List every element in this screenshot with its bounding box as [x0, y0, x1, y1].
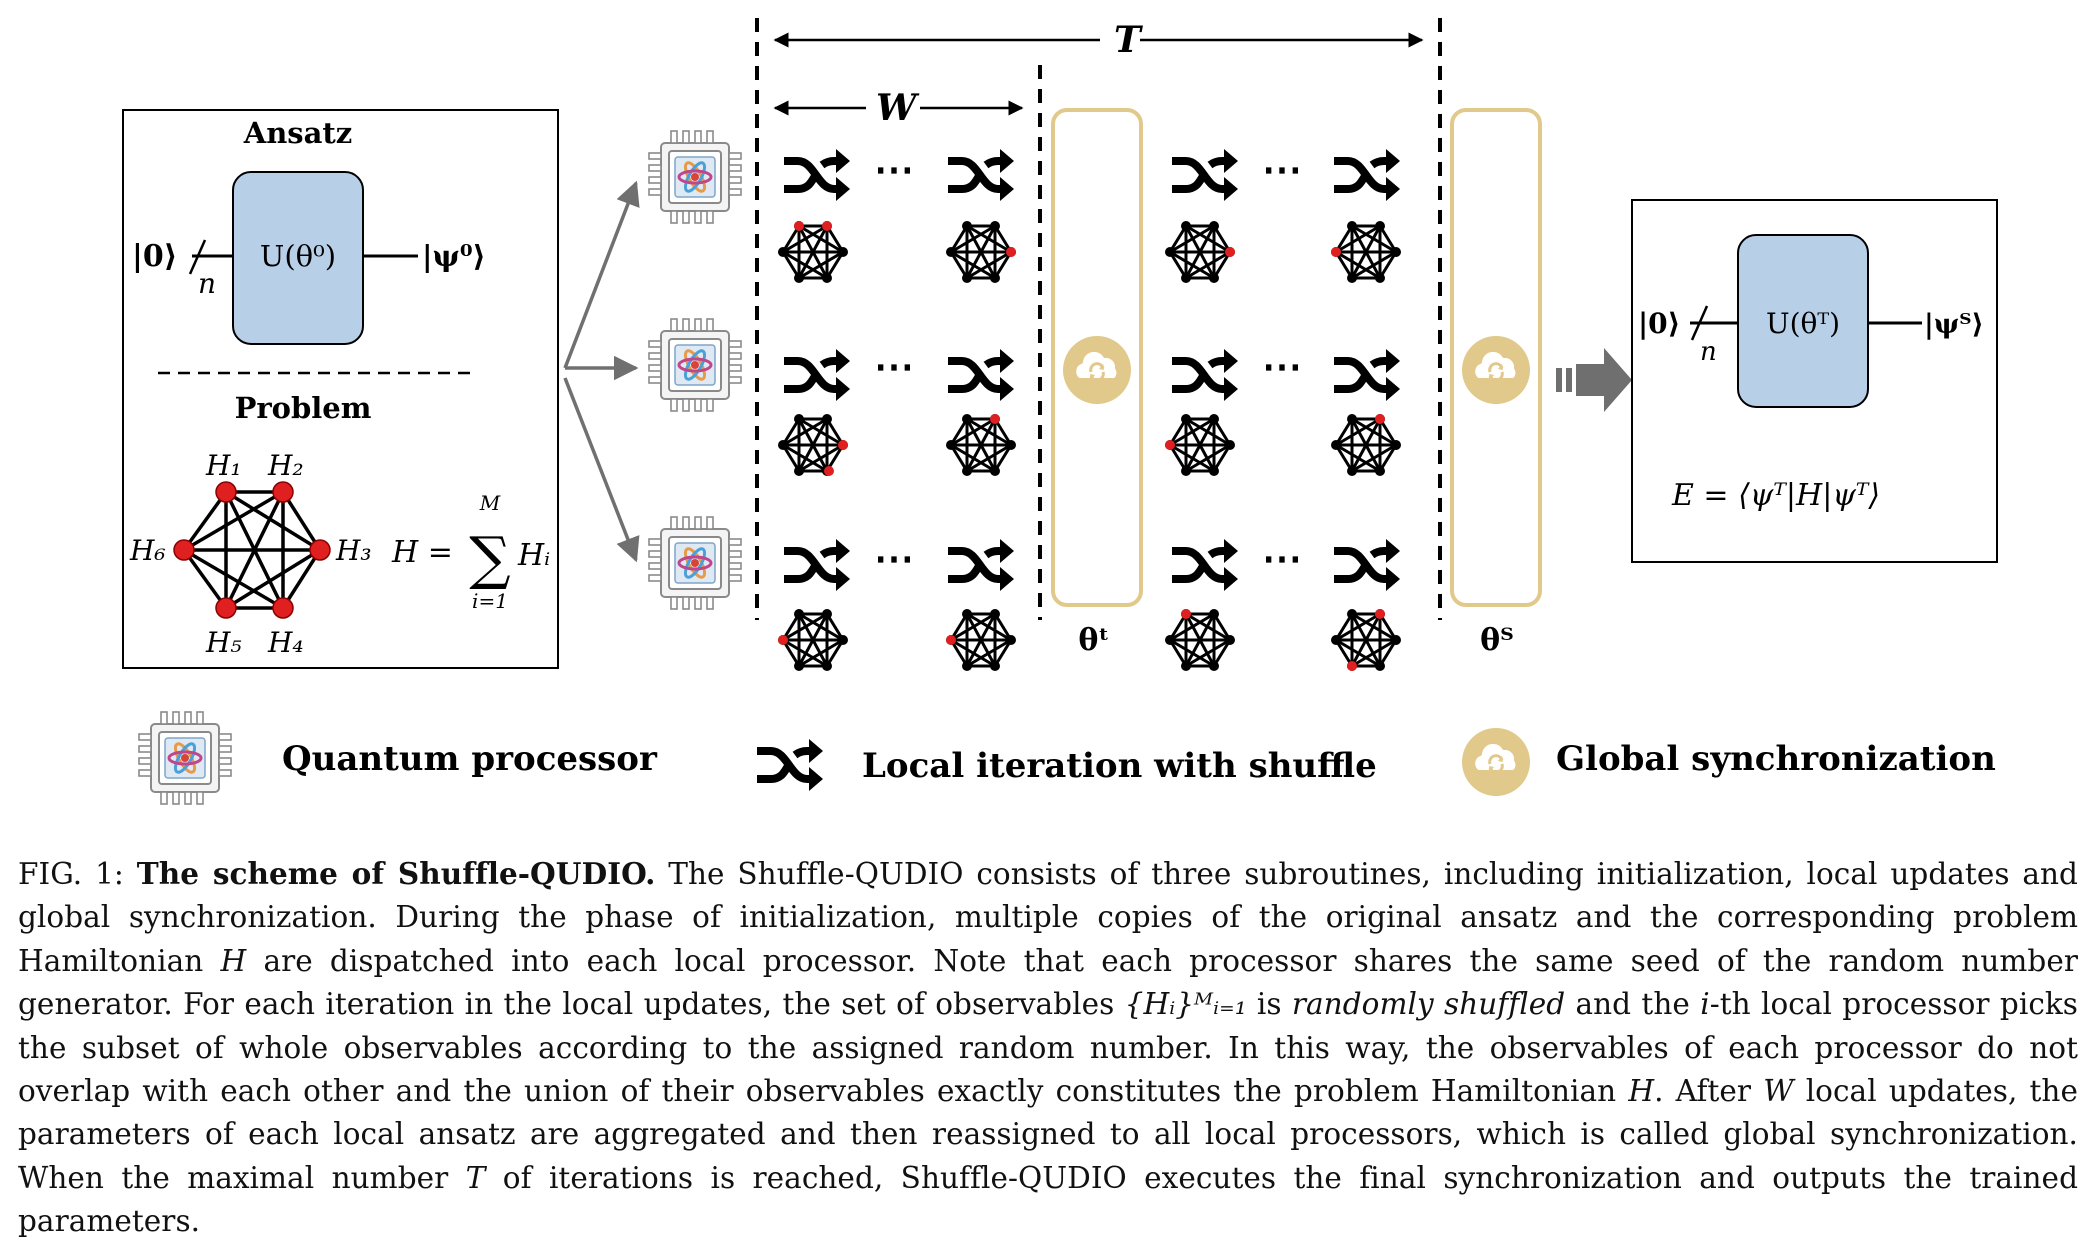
local-iterations-row-3: [776, 539, 1403, 673]
shuffle-icon: [948, 349, 1014, 401]
energy-expression: E = ⟨ψᵀ|H|ψᵀ⟩: [1671, 478, 1880, 513]
ket-out-final: |ψᵀ⟩: [1924, 309, 1984, 340]
W-label: W: [876, 87, 920, 129]
graph-icon: [1163, 412, 1237, 478]
label-h1: H₁: [205, 449, 242, 482]
caption-set: {Hᵢ}ᴹᵢ₌₁: [1124, 987, 1247, 1022]
sum-term: Hᵢ: [517, 538, 550, 573]
ket-out-init: |ψ⁰⟩: [422, 239, 486, 273]
dots: ⋯: [1262, 343, 1302, 390]
dots: ⋯: [1262, 146, 1302, 193]
legend-shuffle-label: Local iteration with shuffle: [862, 746, 1377, 786]
caption-text: . After: [1654, 1074, 1764, 1109]
node-h1: [215, 481, 237, 503]
shuffle-icon: [784, 149, 850, 201]
node-h3: [309, 539, 331, 561]
caption-text: of iterations is reached, Shuffle-QUDIO …: [18, 1160, 2079, 1239]
sum-upper: M: [479, 491, 501, 515]
ansatz-gate-label: U(θ⁰): [260, 239, 336, 273]
caption-text: is: [1246, 987, 1292, 1022]
caption-var: W: [1763, 1074, 1794, 1109]
shuffle-icon: [757, 739, 823, 791]
graph-icon: [944, 219, 1018, 285]
graph-icon: [776, 412, 850, 478]
shuffle-icon: [948, 149, 1014, 201]
graph-icon: [1329, 412, 1403, 478]
label-h3: H₃: [335, 534, 372, 567]
trained-gate-label: U(θᵀ): [1766, 307, 1840, 340]
legend-sync-label: Global synchronization: [1556, 739, 1996, 779]
quantum-processor-icon: [647, 317, 743, 413]
dots: ⋯: [874, 146, 914, 193]
shuffle-icon: [784, 349, 850, 401]
label-h5: H₅: [205, 626, 242, 659]
caption-text: The Shuffle-QUDIO consists of three subr…: [18, 857, 2078, 978]
quantum-processor-icon: [137, 710, 233, 806]
caption-var: T: [465, 1160, 486, 1195]
local-iterations-row-1: [776, 149, 1403, 285]
output-panel: |0⟩ n U(θᵀ) |ψᵀ⟩ E = ⟨ψᵀ|H|ψᵀ⟩: [1631, 199, 1998, 563]
scheme-figure: Ansatz |0⟩ n U(θ⁰) |ψ⁰⟩ Problem: [122, 18, 1998, 806]
node-h5: [215, 597, 237, 619]
caption-var: i: [1700, 987, 1710, 1022]
output-arrow: [1556, 348, 1632, 412]
theta-T-label: θᵀ: [1480, 623, 1514, 658]
wire-n-label-final: n: [1700, 337, 1717, 367]
graph-icon: [776, 219, 850, 285]
shuffle-icon: [1334, 349, 1400, 401]
ansatz-gate: [232, 171, 364, 345]
graph-icon: [944, 412, 1018, 478]
caption-text: and the: [1565, 987, 1701, 1022]
T-label: T: [1114, 19, 1143, 61]
shuffle-icon: [1172, 149, 1238, 201]
shuffle-icon: [1172, 349, 1238, 401]
caption-label: FIG. 1:: [18, 857, 124, 891]
ket-in: |0⟩: [132, 239, 178, 274]
quantum-processor-icon: [647, 129, 743, 225]
graph-icon: [1163, 219, 1237, 285]
quantum-processor-icon: [647, 515, 743, 611]
legend-processor-label: Quantum processor: [282, 739, 658, 779]
problem-title: Problem: [235, 391, 372, 425]
sum-lower: i=1: [472, 589, 508, 613]
trained-ansatz-gate: [1737, 234, 1869, 408]
graph-icon: [944, 607, 1018, 673]
shuffle-icon: [1334, 149, 1400, 201]
caption-title: The scheme of Shuffle-QUDIO.: [136, 856, 656, 891]
graph-icon: [1329, 219, 1403, 285]
ket-in-final: |0⟩: [1638, 307, 1680, 340]
shuffle-icon: [1334, 539, 1400, 591]
wire-n-label: n: [198, 267, 216, 300]
shuffle-icon: [1172, 539, 1238, 591]
graph-icon: [1163, 607, 1237, 673]
theta-t-label: θᵗ: [1078, 623, 1109, 658]
dispatch-arrows: [563, 180, 640, 563]
graph-icon: [1329, 607, 1403, 673]
label-h6: H₆: [129, 534, 166, 567]
node-h2: [272, 481, 294, 503]
label-h2: H₂: [267, 449, 304, 482]
ansatz-title: Ansatz: [243, 116, 353, 150]
local-iterations-row-2: [776, 349, 1403, 478]
label-h4: H₄: [267, 626, 304, 659]
caption-text: are dispatched into each local processor…: [18, 943, 2078, 1022]
hamiltonian-lhs: H =: [391, 535, 453, 570]
caption-text: local updates, the parameters of each lo…: [18, 1074, 2078, 1195]
shuffle-icon: [784, 539, 850, 591]
shuffle-icon: [948, 539, 1014, 591]
node-h4: [272, 597, 294, 619]
node-h6: [173, 539, 195, 561]
caption-emphasis: randomly shuffled: [1291, 987, 1566, 1022]
caption-var: H: [1628, 1074, 1655, 1109]
dots: ⋯: [874, 535, 914, 582]
dots: ⋯: [1262, 535, 1302, 582]
caption-var: H: [220, 943, 247, 978]
figure-caption: FIG. 1: The scheme of Shuffle-QUDIO. The…: [18, 852, 2078, 1244]
sum-operator: ∑: [469, 524, 510, 592]
dots: ⋯: [874, 343, 914, 390]
graph-icon: [776, 607, 850, 673]
caption-text: -th local processor picks the subset of …: [18, 987, 2079, 1109]
legend: Quantum processor Local iteration with s…: [137, 710, 1996, 806]
ansatz-problem-panel: Ansatz |0⟩ n U(θ⁰) |ψ⁰⟩ Problem: [122, 109, 559, 669]
